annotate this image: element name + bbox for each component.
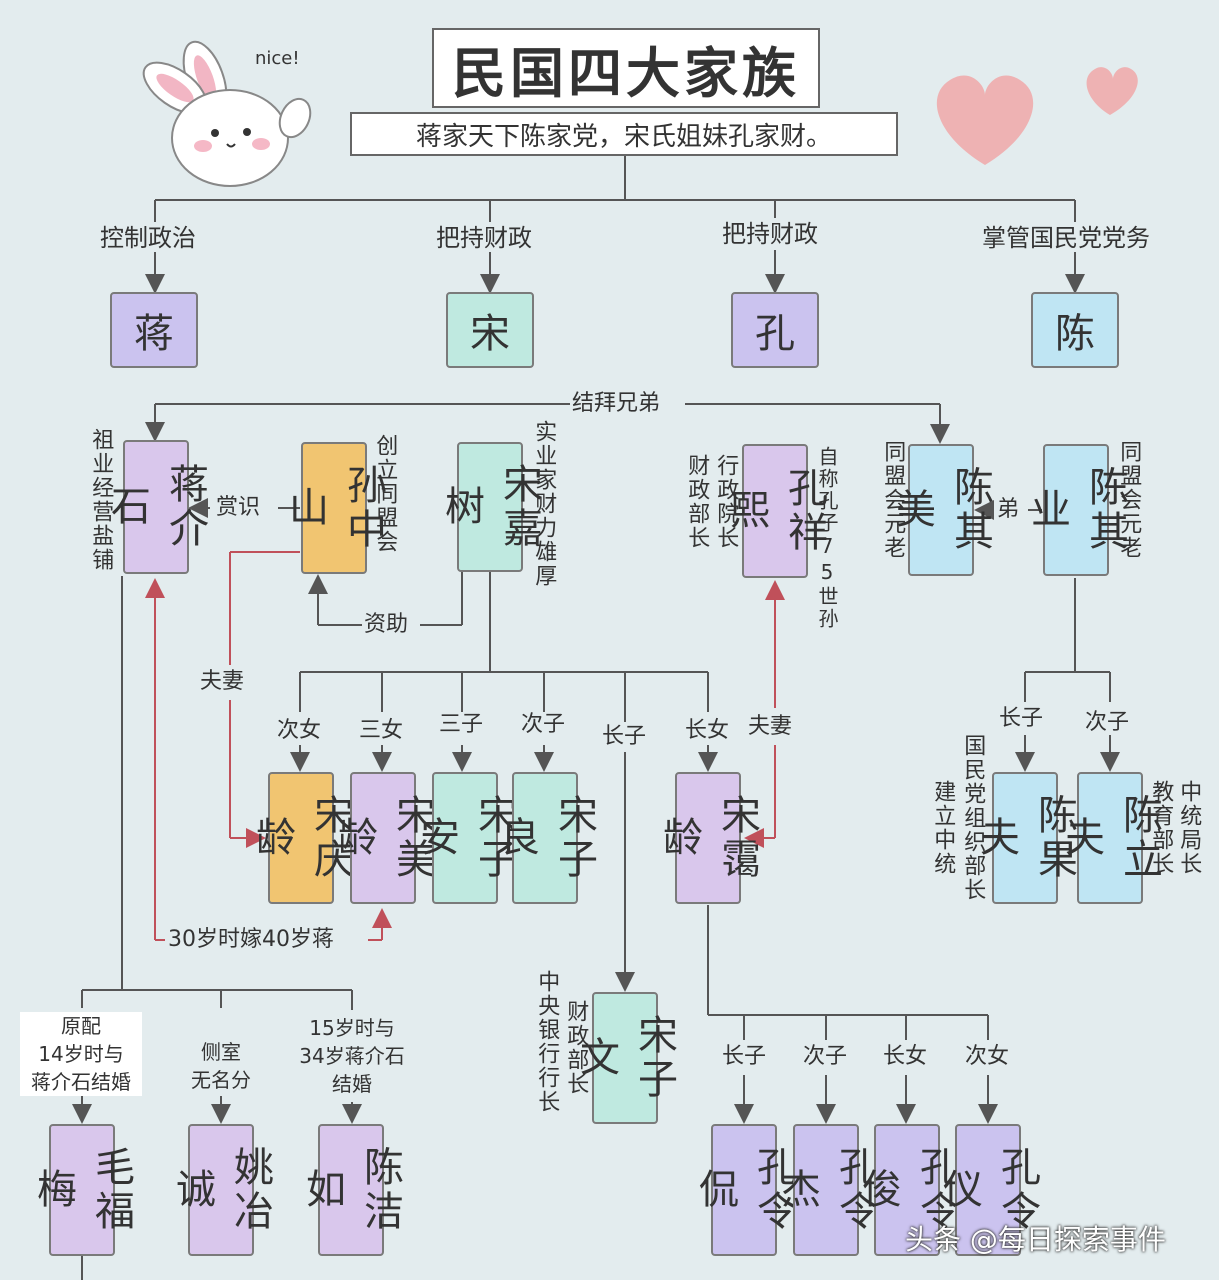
hearts-decoration [936, 67, 1138, 165]
person-maofumei: 毛福梅 [30, 1124, 134, 1256]
note-kong-a: 行政院长 [713, 454, 739, 550]
kin-lingjie: 次子 [803, 1044, 848, 1069]
family-chen: 陈 [1031, 292, 1119, 368]
person-chenlifu: 陈立夫 [1058, 772, 1162, 904]
note-song: 实业家财力雄厚 [531, 420, 557, 588]
note-sun: 创立同盟会 [372, 434, 398, 554]
role-chen: 掌管国民党党务 [982, 224, 1150, 252]
person-chenqimei: 陈其美 [889, 444, 993, 576]
person-chenjieru: 陈洁如 [299, 1124, 403, 1256]
kin-meiling: 三女 [359, 718, 404, 743]
kin-zian: 三子 [439, 712, 484, 737]
note-chenguofu-b: 建立中统 [930, 780, 956, 876]
relation-sworn: 结拜兄弟 [572, 391, 661, 416]
note-chenlifu-b: 中统局长 [1176, 780, 1202, 876]
kin-lifu: 次子 [1085, 710, 1130, 735]
person-sunzhongshan: 孙中山 [282, 442, 386, 574]
note-chenqimei: 同盟会元老 [880, 440, 906, 560]
note-yao: 侧室 无名分 [191, 1040, 251, 1092]
person-konglingyi: 孔令仪 [936, 1124, 1040, 1256]
person-chenguofu: 陈果夫 [973, 772, 1077, 904]
person-chenqiye: 陈其业 [1024, 444, 1128, 576]
kin-ziliang: 次子 [521, 712, 566, 737]
person-songqingling: 宋庆龄 [249, 772, 353, 904]
note-chenjieru: 15岁时与 34岁蒋介石 结婚 [299, 1016, 405, 1096]
relation-fund: 资助 [364, 612, 409, 637]
person-songailing: 宋霭龄 [656, 772, 760, 904]
note-kong-b: 财政部长 [684, 454, 710, 550]
relation-brother: 弟 [997, 497, 1020, 522]
role-jiang: 控制政治 [100, 224, 196, 252]
bunny-sticker: nice! [142, 40, 312, 187]
relation-couple-right: 夫妻 [748, 714, 793, 739]
note-mao: 原配 14岁时与 蒋介石结婚 [20, 1012, 142, 1096]
page-subtitle: 蒋家天下陈家党，宋氏姐妹孔家财。 [350, 112, 898, 156]
kin-ailing: 长女 [685, 718, 730, 743]
relation-couple-left: 夫妻 [200, 669, 245, 694]
person-kongxiangxi: 孔祥熙 [723, 444, 827, 578]
role-song: 把持财政 [436, 224, 532, 252]
person-yaoyecheng: 姚冶诚 [169, 1124, 273, 1256]
family-kong: 孔 [731, 292, 819, 368]
note-songziwen-b: 中央银行行长 [534, 970, 560, 1114]
role-kong: 把持财政 [722, 220, 818, 248]
note-kong-c: 自称孔子75世孙 [815, 446, 839, 630]
kin-lingkan: 长子 [722, 1044, 767, 1069]
person-songziliang: 宋子良 [493, 772, 597, 904]
kin-guofu: 长子 [999, 706, 1044, 731]
relation-married-note: 30岁时嫁40岁蒋 [168, 927, 334, 952]
note-songziwen-a: 财政部长 [563, 1000, 589, 1096]
relation-appreciate: 赏识 [216, 495, 261, 520]
sticker-text: nice! [255, 48, 300, 69]
family-song: 宋 [446, 292, 534, 368]
person-songmeiling: 宋美龄 [331, 772, 435, 904]
kin-lingjun: 长女 [883, 1044, 928, 1069]
person-songjiashu: 宋嘉树 [438, 442, 542, 572]
note-chenqiye: 同盟会元老 [1116, 440, 1142, 560]
watermark: 头条 @每日探索事件 [905, 1223, 1166, 1256]
note-chenguofu-a: 国民党组织部长 [960, 734, 986, 902]
kin-qingling: 次女 [277, 718, 322, 743]
note-chenlifu-a: 教育部长 [1148, 780, 1174, 876]
note-jiang: 祖业经营盐铺 [88, 428, 114, 572]
kin-lingyi: 次女 [965, 1044, 1010, 1069]
family-jiang: 蒋 [110, 292, 198, 368]
page-title: 民国四大家族 [432, 28, 820, 108]
kin-ziwen: 长子 [602, 724, 647, 749]
person-jiangjieshi: 蒋介石 [104, 440, 208, 574]
person-songziwen: 宋子文 [573, 992, 677, 1124]
